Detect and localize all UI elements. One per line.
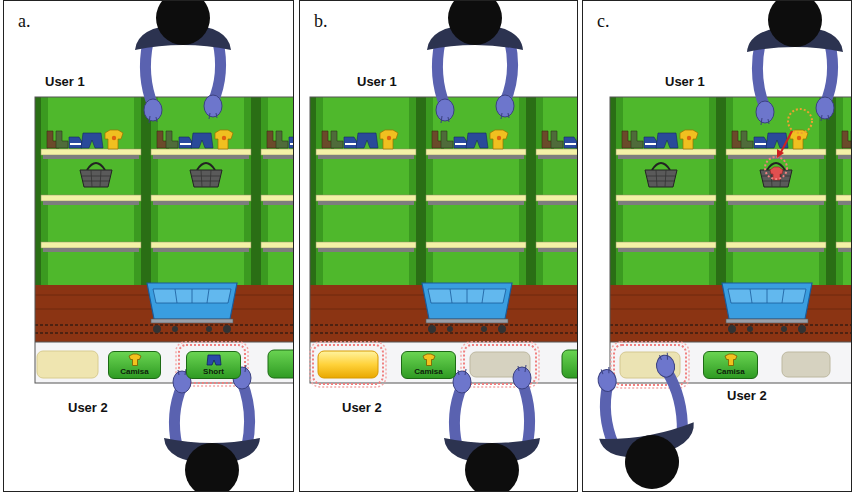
user-label: User 2 <box>68 400 108 415</box>
game-screen <box>35 97 293 383</box>
shorts-icon <box>206 353 222 366</box>
panel-c-scene <box>586 1 851 491</box>
partial-button <box>562 350 577 378</box>
user-figure <box>427 1 523 123</box>
figure-panel: a. Camisa Short <box>3 0 294 492</box>
glowing-slot <box>318 351 378 378</box>
basket <box>190 163 222 187</box>
basket <box>760 163 792 187</box>
panel-a-scene <box>35 1 293 491</box>
user-label: User 2 <box>727 388 767 403</box>
shirt-icon <box>723 353 739 366</box>
user-label: User 2 <box>342 400 382 415</box>
highlight <box>179 345 245 383</box>
user-label: User 1 <box>665 74 705 89</box>
drag-arrow-head <box>777 149 784 158</box>
user-figure <box>586 350 703 491</box>
button-label: Camisa <box>716 367 744 376</box>
user-label: User 1 <box>357 74 397 89</box>
user-figure <box>444 365 540 491</box>
item-button: Camisa <box>703 351 758 379</box>
partial-button <box>268 350 293 378</box>
user-label: User 1 <box>45 74 85 89</box>
user-figure <box>747 1 843 125</box>
user-figure <box>164 365 260 491</box>
button-label: Camisa <box>414 367 442 376</box>
shirt-icon <box>127 353 143 366</box>
drag-arrow <box>781 131 792 152</box>
game-screen <box>610 97 851 383</box>
item-button: Camisa <box>401 351 456 379</box>
highlight <box>310 342 386 387</box>
item-button: Camisa <box>108 351 161 379</box>
figure-panel: b. Camisa <box>299 0 578 492</box>
panel-letter: b. <box>314 11 328 32</box>
panel-letter: a. <box>18 11 31 32</box>
empty-slot <box>37 351 98 378</box>
highlight <box>788 109 812 133</box>
highlight <box>765 157 787 179</box>
highlight <box>313 345 383 384</box>
shirt-icon <box>421 353 437 366</box>
figure-panel: c. Camisa <box>582 0 852 492</box>
button-label: Camisa <box>120 367 148 376</box>
item-button: Short <box>186 351 241 379</box>
basket <box>80 163 112 187</box>
game-screen <box>310 97 577 383</box>
panel-letter: c. <box>597 11 610 32</box>
button-label: Short <box>203 367 224 376</box>
empty-slot <box>782 352 830 377</box>
panel-b-scene <box>310 1 577 491</box>
basket <box>645 163 677 187</box>
user-figure <box>135 1 231 123</box>
